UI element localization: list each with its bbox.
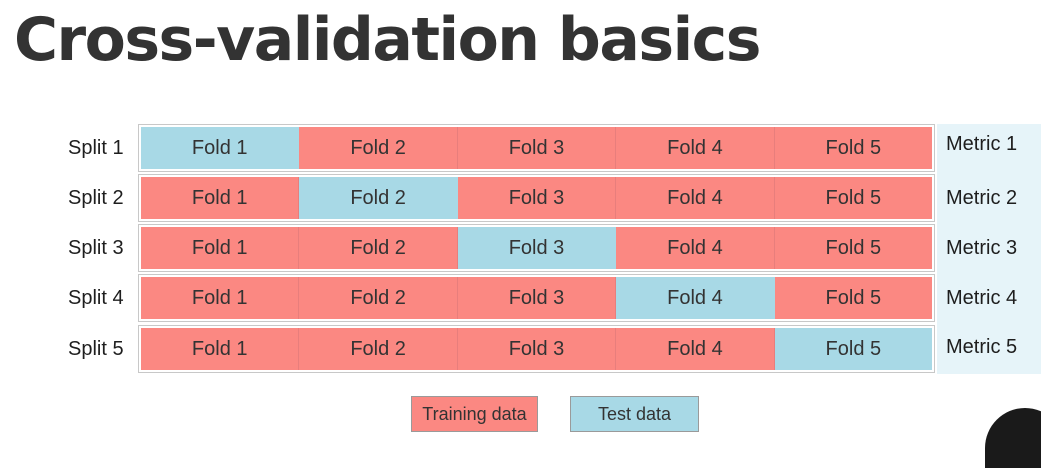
training-fold-cell: Fold 2 xyxy=(299,328,458,370)
training-fold-cell: Fold 4 xyxy=(616,127,775,169)
test-fold-cell: Fold 3 xyxy=(457,227,617,269)
training-fold-cell: Fold 1 xyxy=(141,277,300,319)
training-fold-cell: Fold 5 xyxy=(774,177,933,219)
training-fold-cell: Fold 4 xyxy=(616,227,775,269)
test-fold-cell: Fold 1 xyxy=(141,127,300,169)
legend-test-data: Test data xyxy=(570,396,699,432)
training-fold-cell: Fold 3 xyxy=(457,328,617,370)
split-label: Split 5 xyxy=(68,338,124,360)
training-fold-cell: Fold 1 xyxy=(141,177,300,219)
metric-label: Metric 1 xyxy=(946,133,1018,155)
training-fold-cell: Fold 3 xyxy=(457,177,617,219)
page-title: Cross-validation basics xyxy=(14,5,761,75)
training-fold-cell: Fold 4 xyxy=(616,328,775,370)
training-fold-cell: Fold 1 xyxy=(141,328,300,370)
training-fold-cell: Fold 4 xyxy=(616,177,775,219)
split-label: Split 2 xyxy=(68,187,124,209)
metric-panel xyxy=(937,124,1041,374)
metric-label: Metric 5 xyxy=(946,336,1018,358)
metric-label: Metric 3 xyxy=(946,237,1018,259)
training-fold-cell: Fold 2 xyxy=(299,277,458,319)
split-label: Split 1 xyxy=(68,137,124,159)
training-fold-cell: Fold 2 xyxy=(299,127,458,169)
training-fold-cell: Fold 5 xyxy=(774,127,933,169)
test-fold-cell: Fold 4 xyxy=(616,277,775,319)
training-fold-cell: Fold 3 xyxy=(457,277,617,319)
training-fold-cell: Fold 2 xyxy=(299,227,458,269)
training-fold-cell: Fold 5 xyxy=(774,227,933,269)
training-fold-cell: Fold 5 xyxy=(774,277,933,319)
metric-label: Metric 2 xyxy=(946,187,1018,209)
split-label: Split 4 xyxy=(68,287,124,309)
test-fold-cell: Fold 2 xyxy=(299,177,458,219)
test-fold-cell: Fold 5 xyxy=(774,328,933,370)
split-label: Split 3 xyxy=(68,237,124,259)
legend-training-data: Training data xyxy=(411,396,538,432)
training-fold-cell: Fold 1 xyxy=(141,227,300,269)
metric-label: Metric 4 xyxy=(946,287,1018,309)
training-fold-cell: Fold 3 xyxy=(457,127,617,169)
